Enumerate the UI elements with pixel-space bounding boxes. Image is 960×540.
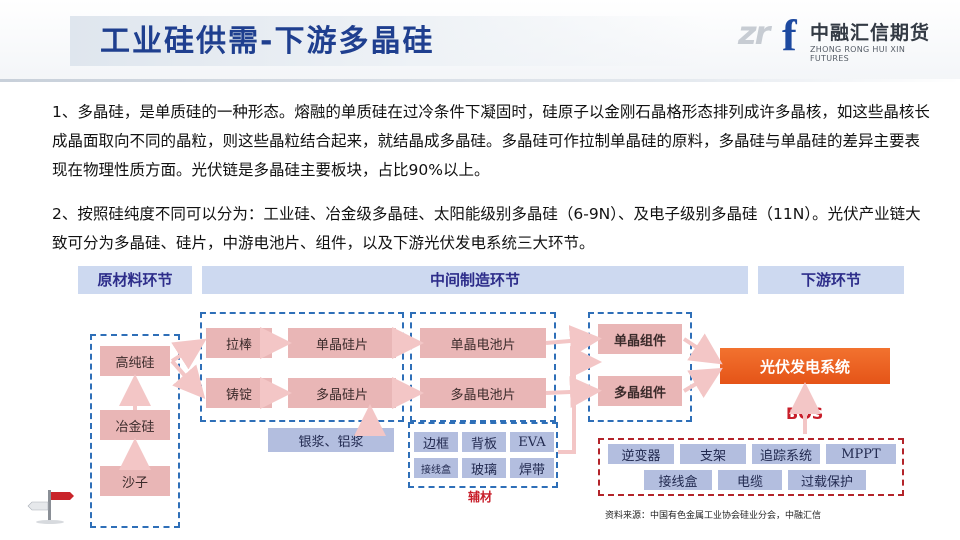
node-multi-wafer: 多晶硅片 [288,378,396,408]
header-divider [0,79,960,82]
node-aux-eva: EVA [510,432,554,452]
paragraph-2: 2、按照硅纯度不同可以分为：工业硅、冶金级多晶硅、太阳能级别多晶硅（6-9N）、… [52,205,921,252]
node-metallurgical-silicon: 冶金硅 [100,410,170,440]
slide-header: 工业硅供需-下游多晶硅 zr f 中融汇信期货 ZHONG RONG HUI X… [0,0,960,82]
node-mono-module: 单晶组件 [598,324,682,354]
node-bos-overload-protection: 过载保护 [788,470,866,490]
node-high-purity-silicon: 高纯硅 [100,346,170,376]
node-pv-power-system: 光伏发电系统 [720,348,890,384]
node-bos-cable: 电缆 [718,470,782,490]
node-bos-junction-box: 接线盒 [644,470,712,490]
logo-name-en: ZHONG RONG HUI XIN FUTURES [810,45,906,63]
page-title: 工业硅供需-下游多晶硅 [100,24,435,59]
node-mono-cell: 单晶电池片 [420,328,546,358]
node-bos-mppt: MPPT [826,444,896,464]
logo-letter: f [782,11,797,60]
node-bos-inverter: 逆变器 [608,444,674,464]
node-ingot-casting: 铸锭 [206,378,272,408]
title-bar [70,16,710,66]
section-raw-materials: 原材料环节 [78,266,192,294]
source-note: 资料来源：中国有色金属工业协会硅业分会，中融汇信 [605,511,822,521]
pv-industry-chain-diagram: 原材料环节 中间制造环节 下游环节 高纯硅 冶金硅 沙子 拉棒 铸锭 单晶硅片 … [74,262,910,534]
node-bos-tracking-system: 追踪系统 [752,444,820,464]
signpost-icon [27,490,74,524]
company-logo: zr f 中融汇信期货 ZHONG RONG HUI XIN FUTURES [738,11,938,63]
bos-group [598,438,904,496]
cell-group [410,312,556,422]
node-aux-backsheet: 背板 [462,432,506,452]
node-mono-wafer: 单晶硅片 [288,328,396,358]
section-midstream: 中间制造环节 [202,266,748,294]
node-aux-glass: 玻璃 [462,458,506,478]
section-downstream: 下游环节 [758,266,904,294]
node-crystal-pulling: 拉棒 [206,328,272,358]
bos-label: BOS [786,404,824,423]
node-multi-cell: 多晶电池片 [420,378,546,408]
node-bos-bracket: 支架 [680,444,746,464]
node-sand: 沙子 [100,466,170,496]
auxiliary-label: 辅材 [468,490,493,504]
node-silver-aluminum-paste: 银浆、铝浆 [268,428,394,452]
node-multi-module: 多晶组件 [598,376,682,406]
node-aux-frame: 边框 [414,432,458,452]
logo-mark: zr [738,14,770,52]
node-aux-ribbon: 焊带 [510,458,554,478]
node-aux-junction-box: 接线盒 [414,458,458,478]
auxiliary-group [408,422,558,488]
logo-name-cn: 中融汇信期货 [810,22,931,44]
raw-material-group [90,334,180,528]
paragraph-1: 1、多晶硅，是单质硅的一种形态。熔融的单质硅在过冷条件下凝固时，硅原子以金刚石晶… [52,103,930,179]
